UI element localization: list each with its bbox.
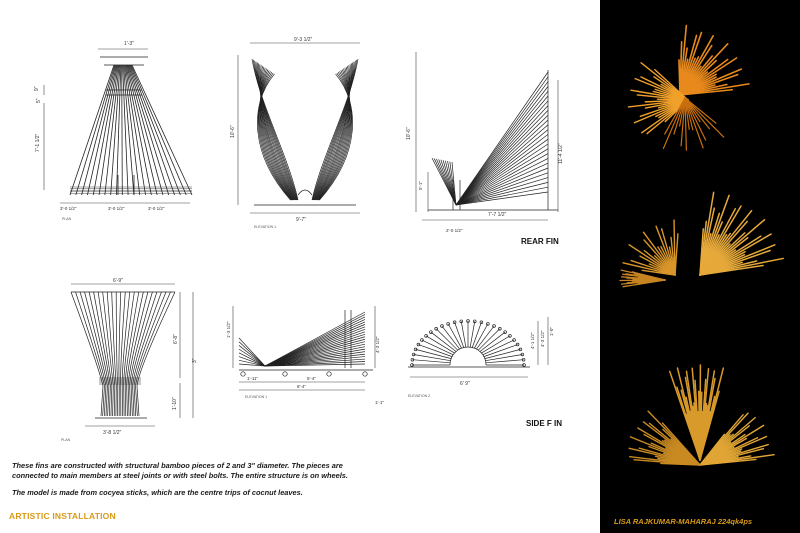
dim-tm-2: 9'-7" — [296, 217, 306, 223]
drawing-bottom-left-plan: 6'-9" 6'-8" 3" 1'-10" 3'-8 1/2" PLAN — [61, 278, 198, 442]
dim-bl-2: 3" — [192, 358, 198, 363]
dim-tl-0: 1'-3" — [124, 41, 134, 47]
dim-bm-2: 1'-11" — [247, 376, 259, 381]
caption-rear-fin: REAR FIN — [521, 237, 559, 246]
dim-tl-1: 9" — [34, 86, 40, 91]
dim-tl-2: 5" — [36, 98, 42, 103]
label-bm-elev: ELEVATION 1 — [245, 395, 267, 399]
dim-bm-1: 4'-3 1/2" — [375, 336, 380, 353]
drawing-bottom-right-fan: 4'-1 1/2" 4'-3 1/2" 1'-0" 6' 9" ELEVATIO… — [408, 317, 554, 398]
dim-bm-3: 5'-4" — [307, 376, 316, 381]
dim-tr-0: 10'-6" — [406, 127, 412, 140]
footer-title: ARTISTIC INSTALLATION — [9, 511, 116, 521]
drawing-top-left-plan: 1'-3" 9" 5" 7'-1 1/2" 3'-0 1/2" 3'-0 1/2… — [34, 41, 193, 221]
dim-tm-1: 10'-6" — [230, 125, 236, 138]
photo-panel — [600, 0, 800, 533]
description-para-2: The model is made from cocyea sticks, wh… — [12, 488, 303, 497]
label-bl-plan: PLAN — [61, 438, 71, 442]
dim-bm-5: 1'-1" — [375, 400, 384, 405]
dim-tl-6: 3'-0 1/2" — [148, 206, 165, 211]
dim-tr-4: 2'-0 1/2" — [446, 228, 463, 233]
dim-br-2: 1'-0" — [549, 327, 554, 336]
dim-tr-3: 7'-7 1/2" — [488, 212, 507, 218]
dim-bm-4: 8'-4" — [297, 384, 306, 389]
dim-bl-4: 3'-8 1/2" — [103, 430, 122, 436]
dim-br-0: 4'-1 1/2" — [530, 332, 535, 349]
dim-bl-0: 6'-9" — [113, 278, 123, 284]
caption-side-fin: SIDE F IN — [526, 419, 563, 428]
dim-tl-3: 7'-1 1/2" — [35, 133, 41, 152]
label-tm-elev: ELEVATION 1 — [254, 225, 276, 229]
dim-br-1: 4'-3 1/2" — [540, 330, 545, 347]
model-photo-1 — [627, 24, 750, 151]
drawing-top-right-rear-fin: 10'-6" 11'-4 1/2" 5'-1" 7'-7 1/2" 2'-0 1… — [406, 52, 564, 233]
dim-bl-3: 1'-10" — [172, 397, 178, 410]
model-photo-3 — [628, 364, 775, 466]
drawing-bottom-middle-elevation: 1'-3 1/2" 4'-3 1/2" 1'-11" 5'-4" 8'-4" 1… — [226, 306, 384, 405]
dim-bm-0: 1'-3 1/2" — [226, 321, 231, 338]
dim-br-3: 6' 9" — [460, 381, 470, 387]
dim-tr-1: 11'-4 1/2" — [558, 143, 564, 164]
drawing-top-middle-elevation: 9'-3 1/2" 10'-6" 9'-7" ELEVATION 1 — [230, 37, 360, 229]
author-credit: LISA RAJKUMAR-MAHARAJ 224qk4ps — [614, 517, 753, 526]
label-br-elev: ELEVATION 2 — [408, 394, 430, 398]
description-line-1: These fins are constructed with structur… — [12, 461, 343, 470]
label-tl-plan: PLAN — [62, 217, 72, 221]
description-line-2: connected to main members at steel joint… — [12, 471, 348, 480]
model-photo-2 — [619, 191, 784, 288]
dim-tm-0: 9'-3 1/2" — [294, 37, 313, 43]
dim-bl-1: 6'-8" — [173, 334, 179, 344]
dim-tl-4: 3'-0 1/2" — [60, 206, 77, 211]
dim-tl-5: 3'-0 1/2" — [108, 206, 125, 211]
dim-tr-2: 5'-1" — [418, 181, 423, 190]
